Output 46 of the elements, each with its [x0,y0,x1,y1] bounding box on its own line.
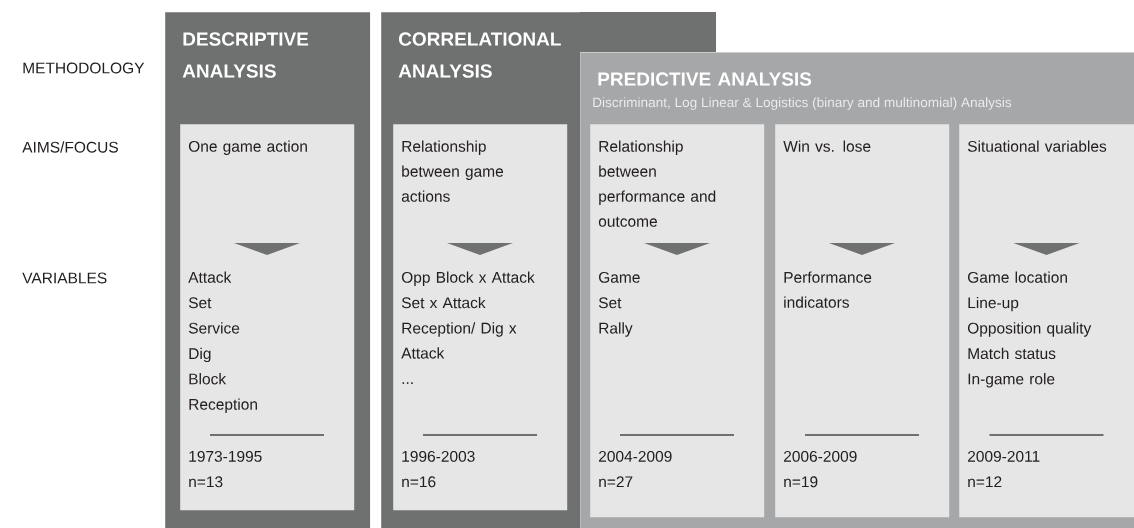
year-range: 1996-2003 [402,450,475,462]
variable-item: Reception/ Dig x Attack [401,322,517,359]
panel-title: PREDICTIVE ANALYSIS [598,72,812,86]
variable-item: Block [189,373,227,385]
variable-item: Rally [599,322,633,337]
variable-item: Attack [188,271,232,283]
sample-size: n=27 [599,476,633,488]
aim-text: Situational variables [967,140,1107,152]
panel-title: CORRELATIONAL ANALYSIS [398,32,561,78]
variable-item: Dig [189,347,211,363]
sample-size: n=12 [968,476,1002,488]
variable-item: Opposition quality [967,322,1092,337]
row-label: AIMS/FOCUS [22,141,118,153]
year-range: 2006-2009 [784,450,857,462]
aim-text: One game action [188,140,307,155]
analysis-card [590,124,765,518]
variable-item: In-game role [968,373,1055,388]
sample-size: n=16 [402,476,436,488]
analysis-card [180,124,355,511]
analysis-card [959,124,1134,518]
panel-title: DESCRIPTIVE ANALYSIS [182,32,309,78]
year-range: 2009-2011 [968,450,1040,462]
aim-text: Relationship between game actions [401,140,504,202]
analysis-card [393,124,568,511]
variable-item: Opp Block x Attack [401,271,535,286]
variable-item: ... [402,382,413,384]
year-range: 1973-1995 [189,450,262,462]
variable-item: Line-up [968,296,1019,312]
aim-text: Relationship between performance and outcome [598,140,716,227]
variable-item: Match status [968,347,1056,360]
row-label: VARIABLES [22,272,107,284]
analysis-card [775,124,950,518]
variable-item: Game location [968,271,1067,283]
variable-item: Set [598,297,622,309]
variable-item: Performance indicators [784,271,872,308]
variable-item: Reception [189,398,257,413]
variable-item: Game [599,271,640,283]
variable-item: Set x Attack [401,296,486,309]
row-label: METHODOLOGY [23,62,145,74]
panel-subtitle: Discriminant, Log Linear & Logistics (binary and multinomial) Analysis [593,97,1012,110]
variable-item: Service [188,322,240,334]
sample-size: n=19 [784,476,818,488]
year-range: 2004-2009 [599,450,672,462]
aim-text: Win vs. lose [783,140,871,152]
variable-item: Set [188,297,212,309]
sample-size: n=13 [189,476,223,488]
